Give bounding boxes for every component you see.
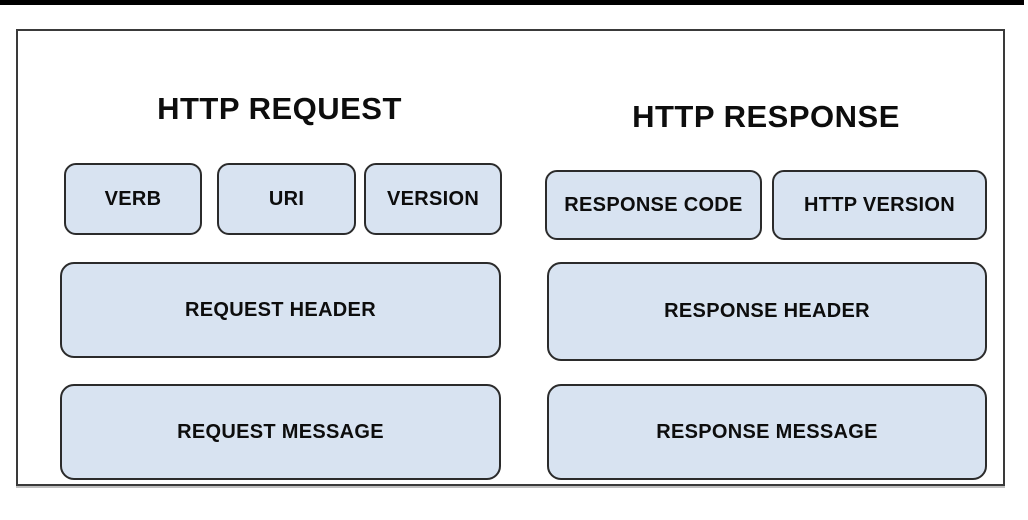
http-version-box: HTTP VERSION [772,170,987,240]
uri-box: URI [217,163,356,235]
response-message-box: RESPONSE MESSAGE [547,384,987,480]
request-header-box: REQUEST HEADER [60,262,501,358]
request-message-box: REQUEST MESSAGE [60,384,501,480]
response-header-box: RESPONSE HEADER [547,262,987,361]
http-response-title: HTTP RESPONSE [632,99,900,134]
verb-box: VERB [64,163,202,235]
http-request-title: HTTP REQUEST [157,91,402,126]
version-box: VERSION [364,163,502,235]
top-border-bar [0,0,1024,5]
diagram-frame: HTTP REQUEST VERB URI VERSION REQUEST HE… [16,29,1005,486]
response-code-box: RESPONSE CODE [545,170,762,240]
